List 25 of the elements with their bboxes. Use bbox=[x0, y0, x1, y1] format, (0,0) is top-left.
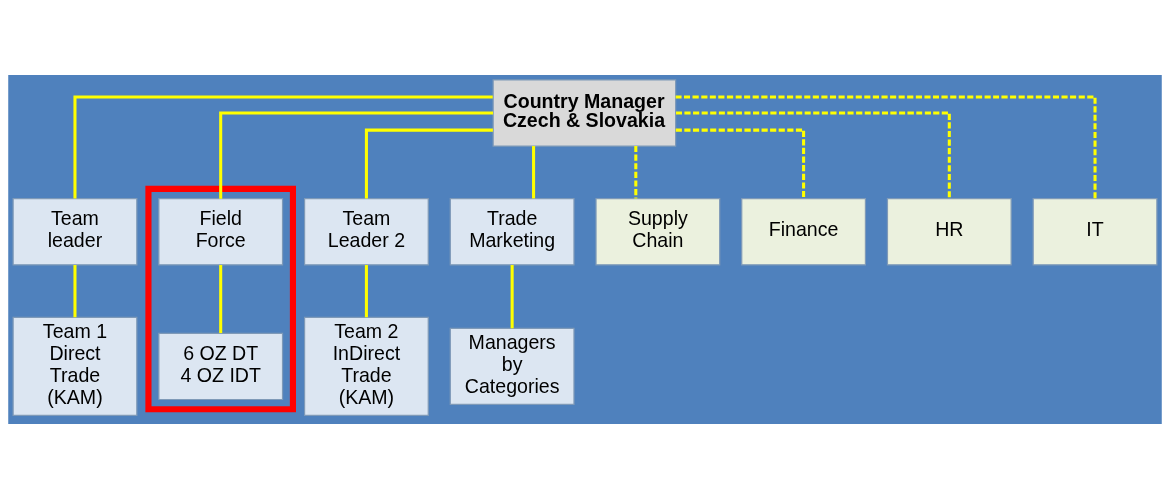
connector bbox=[675, 95, 1097, 199]
node-box: Team Leader 2 bbox=[303, 198, 429, 266]
node-box: Team 2 InDirect Trade (KAM) bbox=[303, 316, 429, 417]
cluster bbox=[145, 185, 296, 413]
connector bbox=[73, 95, 493, 199]
connector bbox=[675, 128, 806, 199]
node-box: Field Force bbox=[158, 198, 284, 266]
connector bbox=[73, 265, 77, 318]
connector bbox=[364, 265, 368, 318]
connector bbox=[532, 146, 536, 199]
connector bbox=[219, 111, 494, 199]
node-box: Supply Chain bbox=[595, 198, 721, 266]
connector bbox=[219, 265, 223, 334]
node-box: Managers by Categories bbox=[449, 327, 575, 406]
connector bbox=[510, 265, 514, 329]
connector bbox=[676, 111, 951, 199]
node-box: HR bbox=[886, 198, 1012, 266]
node-box: Team 1 Direct Trade (KAM) bbox=[12, 316, 138, 417]
node-box: Trade Marketing bbox=[449, 198, 575, 266]
node-box: Country Manager Czech & Slovakia bbox=[492, 79, 677, 147]
node-box: Team leader bbox=[12, 198, 138, 266]
node-box: 6 OZ DT 4 OZ IDT bbox=[158, 332, 284, 401]
node-box: Finance bbox=[741, 198, 867, 266]
node-box: IT bbox=[1032, 198, 1158, 266]
connector bbox=[364, 128, 493, 199]
